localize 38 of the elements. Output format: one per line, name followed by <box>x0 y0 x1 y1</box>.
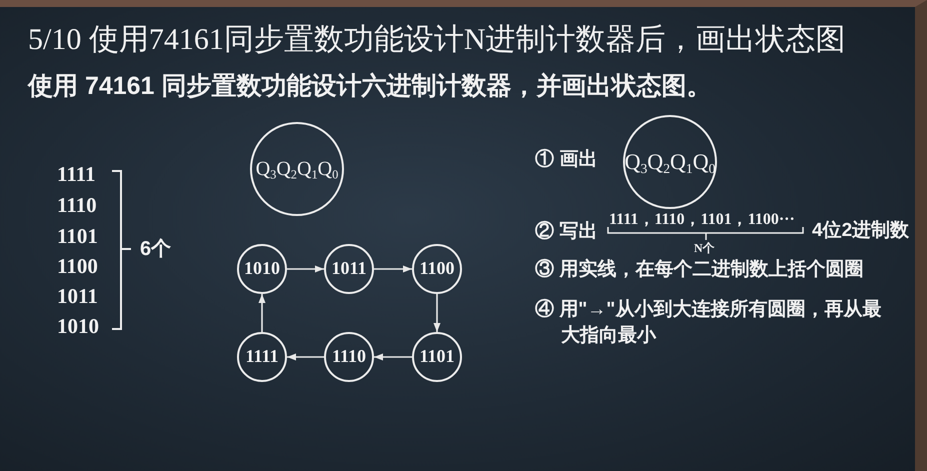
step-text: ① 画出 <box>535 148 598 172</box>
state-code: 1100 <box>419 259 454 279</box>
step-text: ③ 用实线，在每个二进制数上括个圆圈 <box>535 258 864 282</box>
state-code: 1110 <box>332 347 366 367</box>
binary-number: 1111 <box>57 162 96 188</box>
count-label: 6个 <box>140 237 172 261</box>
step-text: ② 写出 <box>535 220 598 244</box>
register-circle <box>623 115 717 209</box>
register-label: Q$_{3}$Q$_{2}$Q$_{1}$Q$_{0}$ <box>256 158 338 180</box>
arrow <box>287 354 324 360</box>
arrow <box>287 266 324 272</box>
state-code: 1011 <box>331 259 366 279</box>
note-text: 4位2进制数 <box>812 220 910 242</box>
state-circle <box>412 244 462 294</box>
count-label: N个 <box>694 240 715 256</box>
state-circle <box>237 332 287 382</box>
register-circle <box>250 122 344 216</box>
binary-number: 1011 <box>57 284 98 310</box>
state-circle <box>237 244 287 294</box>
arrow <box>374 266 412 272</box>
state-code: 1010 <box>244 259 280 279</box>
binary-number: 1101 <box>57 224 98 250</box>
arrow <box>374 354 412 360</box>
subtitle: 使用 74161 同步置数功能设计六进制计数器，并画出状态图。 <box>28 71 712 101</box>
binary-number: 1010 <box>57 314 99 340</box>
state-code: 1101 <box>419 347 454 367</box>
binary-sequence: 1111，1110，1101，1100··· <box>609 210 795 230</box>
register-label: Q$_{3}$Q$_{2}$Q$_{1}$Q$_{0}$ <box>624 150 716 174</box>
state-circle <box>324 244 374 294</box>
arrow <box>258 294 266 332</box>
state-code: 1111 <box>245 347 279 367</box>
binary-number: 1100 <box>57 254 98 280</box>
state-circle <box>324 332 374 382</box>
arrow <box>434 294 440 332</box>
title: 5/10 使用74161同步置数功能设计N进制计数器后，画出状态图 <box>28 22 846 58</box>
state-circle <box>412 332 462 382</box>
binary-number: 1110 <box>57 193 97 219</box>
step-text: ④ 用"→"从小到大连接所有圆圈，再从最大指向最小 <box>535 298 882 348</box>
